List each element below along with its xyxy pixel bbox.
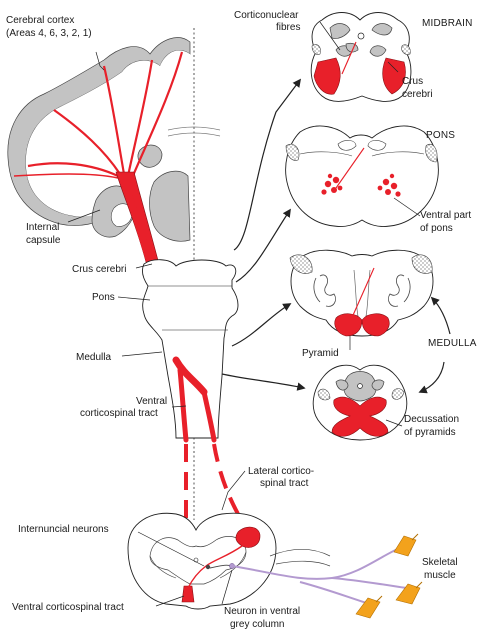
label-crus-cerebri-right-1: Crus xyxy=(402,76,423,87)
pons-corticonuclear-fibre xyxy=(335,147,365,189)
pyramidal-decussation xyxy=(331,396,389,437)
internuncial-neuron-body xyxy=(205,564,211,570)
label-internuncial-neurons: Internuncial neurons xyxy=(18,524,109,535)
internuncial-connection xyxy=(205,545,243,567)
label-decussation-1: Decussation xyxy=(404,414,459,425)
label-ventral-cst-bottom: Ventral corticospinal tract xyxy=(12,602,124,613)
label-lateral-cst-2: spinal tract xyxy=(260,478,309,489)
label-crus-cerebri-left: Crus cerebri xyxy=(72,264,126,275)
label-ventral-pons-2: of pons xyxy=(420,223,453,234)
medulla-pyramid-right xyxy=(361,313,390,337)
medulla-corticonuclear-fibre xyxy=(349,267,375,323)
pons-section xyxy=(285,125,439,227)
lateral-corticospinal-tract-area xyxy=(235,526,261,548)
corticonuclear-fibre-line xyxy=(341,41,357,75)
label-cerebral-cortex: Cerebral cortex xyxy=(6,15,74,26)
ventral-corticospinal-tract-area xyxy=(181,585,195,603)
ventral-pons-fibre-bundles xyxy=(321,173,401,197)
skeletal-muscle-fibres xyxy=(355,533,423,619)
label-cortex-areas: (Areas 4, 6, 3, 2, 1) xyxy=(6,28,92,39)
label-internal-capsule-1: Internal xyxy=(26,222,59,233)
label-medulla-left: Medulla xyxy=(76,352,111,363)
corpus-callosum-arcs xyxy=(167,126,221,137)
midbrain-crus-cerebri-right xyxy=(382,57,406,95)
leader-lines xyxy=(67,21,421,607)
label-ventral-pons-1: Ventral part xyxy=(420,210,471,221)
midbrain-crus-cerebri-left xyxy=(313,57,341,95)
label-crus-cerebri-right-2: cerebri xyxy=(402,89,433,100)
label-lateral-cst-1: Lateral cortico- xyxy=(248,466,314,477)
level-arrows xyxy=(221,78,451,394)
heading-pons: PONS xyxy=(426,130,455,141)
label-decussation-2: of pyramids xyxy=(404,427,456,438)
label-skeletal-2: muscle xyxy=(424,570,456,581)
medulla-lower-section xyxy=(312,364,408,441)
internal-capsule-white xyxy=(110,203,133,227)
corticospinal-fibres xyxy=(13,51,184,179)
heading-midbrain: MIDBRAIN xyxy=(422,18,473,29)
label-corticonuclear-2: fibres xyxy=(276,22,300,33)
medulla-upper-section xyxy=(289,249,434,337)
label-neuron-vgc-2: grey column xyxy=(230,619,284,630)
spinal-cord-section xyxy=(127,512,331,610)
label-skeletal-1: Skeletal xyxy=(422,557,458,568)
label-ventral-cst-2: corticospinal tract xyxy=(80,408,158,419)
label-neuron-vgc-1: Neuron in ventral xyxy=(224,606,300,617)
label-ventral-cst-1: Ventral xyxy=(136,396,167,407)
heading-medulla: MEDULLA xyxy=(428,338,477,349)
label-pons-left: Pons xyxy=(92,292,115,303)
brainstem-outline xyxy=(141,259,239,439)
label-pyramid: Pyramid xyxy=(302,348,339,359)
label-corticonuclear-1: Corticonuclear xyxy=(234,10,299,21)
label-internal-capsule-2: capsule xyxy=(26,235,61,246)
thalamus xyxy=(149,170,191,242)
medulla-pyramid-left xyxy=(334,313,363,337)
